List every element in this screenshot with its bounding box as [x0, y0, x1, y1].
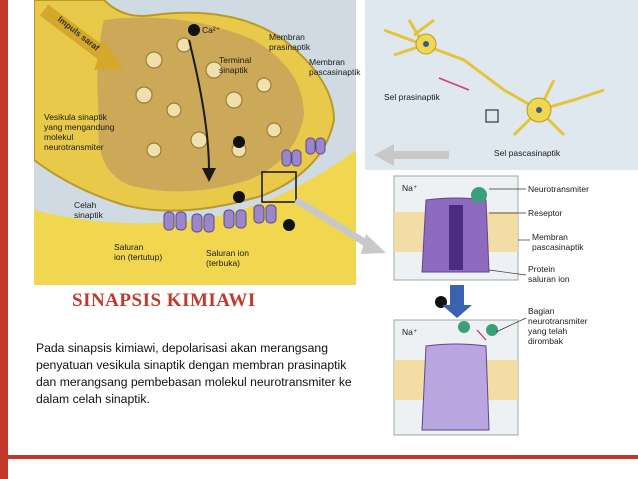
- sodium-label-bottom: Na⁺: [402, 327, 418, 337]
- down-arrow-icon: [442, 285, 472, 318]
- ion-channels: [163, 137, 326, 233]
- impulse-arrow-icon: [39, 4, 109, 61]
- accent-bar: [0, 0, 8, 479]
- slide-body: Pada sinapsis kimiawi, depolarisasi akan…: [36, 341, 352, 406]
- open-channel-label: Saluran ion (terbuka): [206, 248, 250, 268]
- step-markers: [188, 24, 447, 308]
- slide-title: SINAPSIS KIMIAWI: [72, 290, 256, 311]
- presynaptic-membrane-label: Membran prasinaptik: [269, 32, 311, 52]
- neurotransmitter-icon: [471, 187, 487, 203]
- receptor-label: Reseptor: [528, 208, 563, 218]
- vesicle-label: Vesikula sinaptik yang mengandung moleku…: [44, 112, 115, 152]
- calcium-label: Ca²⁺: [202, 25, 221, 35]
- zoom-box: [261, 171, 297, 203]
- terminal-label: Terminal sinaptik: [219, 55, 252, 75]
- postsynaptic-membrane-right-label: Membran pascasinaptik: [532, 232, 584, 252]
- signal-arrow-icon: [438, 77, 470, 91]
- neurotransmitter-label: Neurotransmiter: [528, 184, 589, 194]
- presynaptic-cell-label: Sel prasinaptik: [384, 92, 440, 102]
- bottom-rule: [0, 455, 638, 459]
- postsynaptic-cell: [34, 150, 356, 285]
- neuron-panel-bg: [365, 0, 638, 170]
- channel-protein-label: Protein saluran ion: [528, 264, 570, 284]
- sodium-label-top: Na⁺: [402, 183, 418, 193]
- synapse-figure: Impuls saraf Ca²⁺ Terminal sinaptik Memb…: [34, 0, 638, 440]
- impulse-arrowhead-icon: [94, 42, 124, 70]
- closed-channel-label: Saluran ion (tertutup): [114, 242, 163, 262]
- degraded-neurotransmitter-label: Bagian neurotransmiter yang telah diromb…: [528, 306, 588, 346]
- vesicles: [135, 37, 282, 158]
- cleft-label: Celah sinaptik: [74, 200, 103, 220]
- postsynaptic-membrane-top-label: Membran pascasinaptik: [309, 57, 361, 77]
- synapse-illustration: [34, 0, 638, 436]
- leader-lines: [488, 188, 530, 333]
- caption-panel: SINAPSIS KIMIAWI Pada sinapsis kimiawi, …: [34, 285, 356, 440]
- postsynaptic-cell-label: Sel pascasinaptik: [494, 148, 561, 158]
- calcium-arrow-icon: [188, 39, 210, 171]
